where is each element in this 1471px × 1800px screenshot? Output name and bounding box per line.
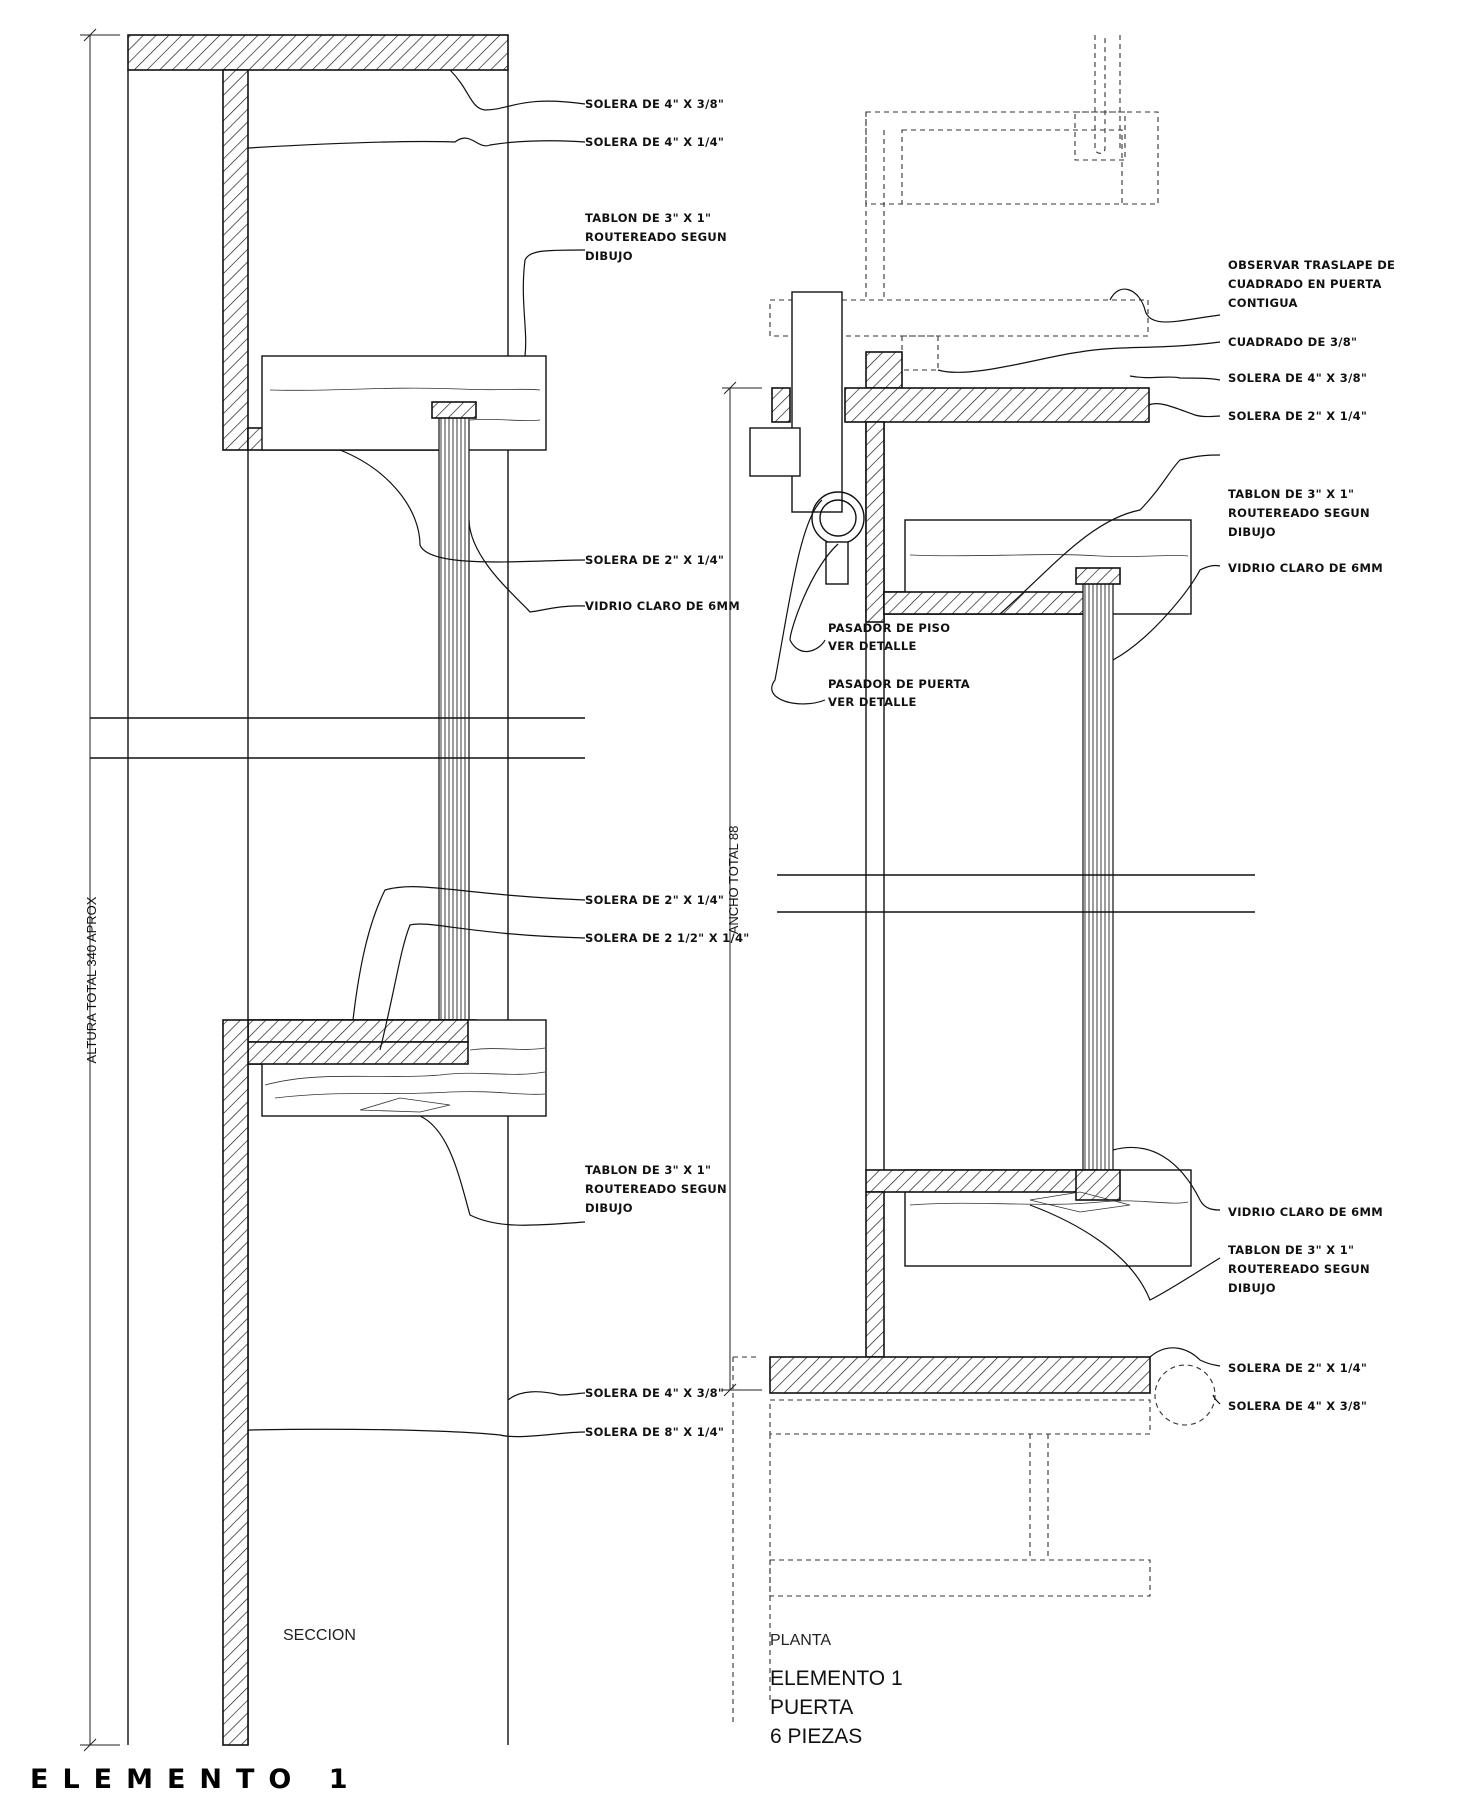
plan-note-10b: ROUTEREADO SEGUN [1228, 1262, 1370, 1276]
plan-bottom-solera [769, 1356, 1151, 1394]
detail-circle [1154, 1364, 1216, 1426]
plan-note-8b: VER DETALLE [828, 695, 917, 709]
section-note-9: SOLERA DE 4" X 3/8" [585, 1386, 724, 1400]
plan-note-5b: ROUTEREADO SEGUN [1228, 506, 1370, 520]
lower-dashed-outline [732, 1356, 1151, 1725]
plan-note-10a: TABLON DE 3" X 1" [1228, 1243, 1354, 1257]
section-view: ALTURA TOTAL 340 APROX [80, 28, 750, 1752]
plan-label: PLANTA [770, 1632, 831, 1649]
plan-caption-line-3: 6 PIEZAS [770, 1725, 862, 1748]
section-note-2: SOLERA DE 4" X 1/4" [585, 135, 724, 149]
pasador-assembly [749, 291, 865, 585]
top-plate [127, 34, 509, 71]
page-title: ELEMENTO 1 [30, 1764, 362, 1795]
plan-note-5a: TABLON DE 3" X 1" [1228, 487, 1354, 501]
plan-notes: OBSERVAR TRASLAPE DE CUADRADO EN PUERTA … [828, 258, 1395, 1413]
plan-view: ANCHO TOTAL 88 [722, 35, 1395, 1748]
plan-leaders [771, 288, 1221, 1405]
section-label: SECCION [283, 1627, 356, 1644]
plan-top-solera [844, 387, 1150, 423]
plan-note-2: CUADRADO DE 3/8" [1228, 335, 1357, 349]
plan-note-5c: DIBUJO [1228, 525, 1276, 539]
section-leaders [247, 69, 586, 1438]
plan-note-4: SOLERA DE 2" X 1/4" [1228, 409, 1367, 423]
plan-caption-line-1: ELEMENTO 1 [770, 1667, 903, 1690]
plan-note-1a: OBSERVAR TRASLAPE DE [1228, 258, 1395, 272]
height-dimension: ALTURA TOTAL 340 APROX [80, 28, 120, 1752]
width-dimension-label: ANCHO TOTAL 88 [726, 826, 741, 935]
upper-tablon [261, 355, 547, 451]
plan-note-1b: CUADRADO EN PUERTA [1228, 277, 1382, 291]
section-note-4: SOLERA DE 2" X 1/4" [585, 553, 724, 567]
width-dimension: ANCHO TOTAL 88 [722, 381, 762, 1397]
section-note-3b: ROUTEREADO SEGUN [585, 230, 727, 244]
height-dimension-label: ALTURA TOTAL 340 APROX [84, 896, 99, 1063]
plan-square-3-8 [865, 351, 903, 389]
section-note-8b: ROUTEREADO SEGUN [585, 1182, 727, 1196]
plan-note-9: VIDRIO CLARO DE 6MM [1228, 1205, 1383, 1219]
plan-note-3: SOLERA DE 4" X 3/8" [1228, 371, 1367, 385]
plan-caption-line-2: PUERTA [770, 1696, 853, 1719]
section-note-1: SOLERA DE 4" X 3/8" [585, 97, 724, 111]
section-note-7: SOLERA DE 2 1/2" X 1/4" [585, 931, 750, 945]
section-note-3a: TABLON DE 3" X 1" [585, 211, 711, 225]
section-notes: SOLERA DE 4" X 3/8" SOLERA DE 4" X 1/4" … [585, 97, 750, 1439]
section-note-8a: TABLON DE 3" X 1" [585, 1163, 711, 1177]
plan-note-10c: DIBUJO [1228, 1281, 1276, 1295]
lower-vertical-solera [222, 1019, 249, 1746]
plan-note-1c: CONTIGUA [1228, 296, 1298, 310]
section-note-5: VIDRIO CLARO DE 6MM [585, 599, 740, 613]
plan-note-7b: VER DETALLE [828, 639, 917, 653]
section-note-6: SOLERA DE 2" X 1/4" [585, 893, 724, 907]
top-vertical-solera [222, 69, 249, 451]
section-note-10: SOLERA DE 8" X 1/4" [585, 1425, 724, 1439]
plan-lower-horizontal [865, 1169, 1097, 1193]
plan-note-11: SOLERA DE 2" X 1/4" [1228, 1361, 1367, 1375]
plan-note-12: SOLERA DE 4" X 3/8" [1228, 1399, 1367, 1413]
section-note-8c: DIBUJO [585, 1201, 633, 1215]
section-note-3c: DIBUJO [585, 249, 633, 263]
adjacent-door-dashed [769, 35, 1159, 371]
plan-lower-vertical [865, 1191, 885, 1358]
plan-vertical-solera [865, 421, 885, 623]
plan-note-7a: PASADOR DE PISO [828, 621, 950, 635]
plan-note-8a: PASADOR DE PUERTA [828, 677, 970, 691]
glass-pane-plan [1082, 569, 1114, 1191]
plan-note-6: VIDRIO CLARO DE 6MM [1228, 561, 1383, 575]
